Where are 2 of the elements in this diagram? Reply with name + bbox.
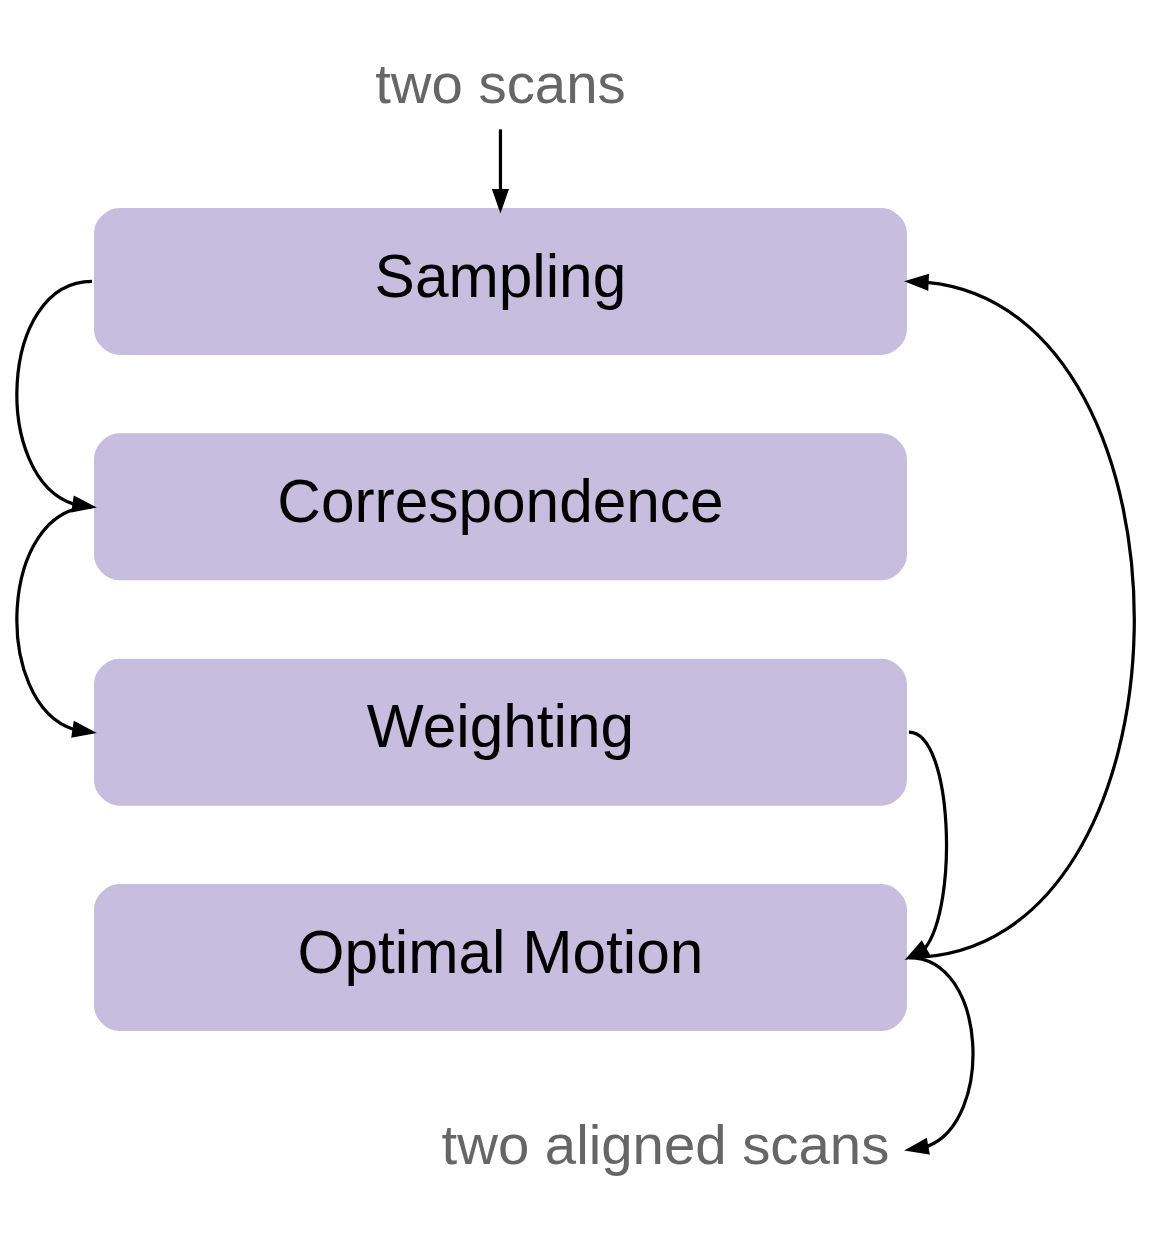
node-text: two scans — [375, 52, 626, 116]
node-text: two aligned scans — [441, 1112, 890, 1176]
